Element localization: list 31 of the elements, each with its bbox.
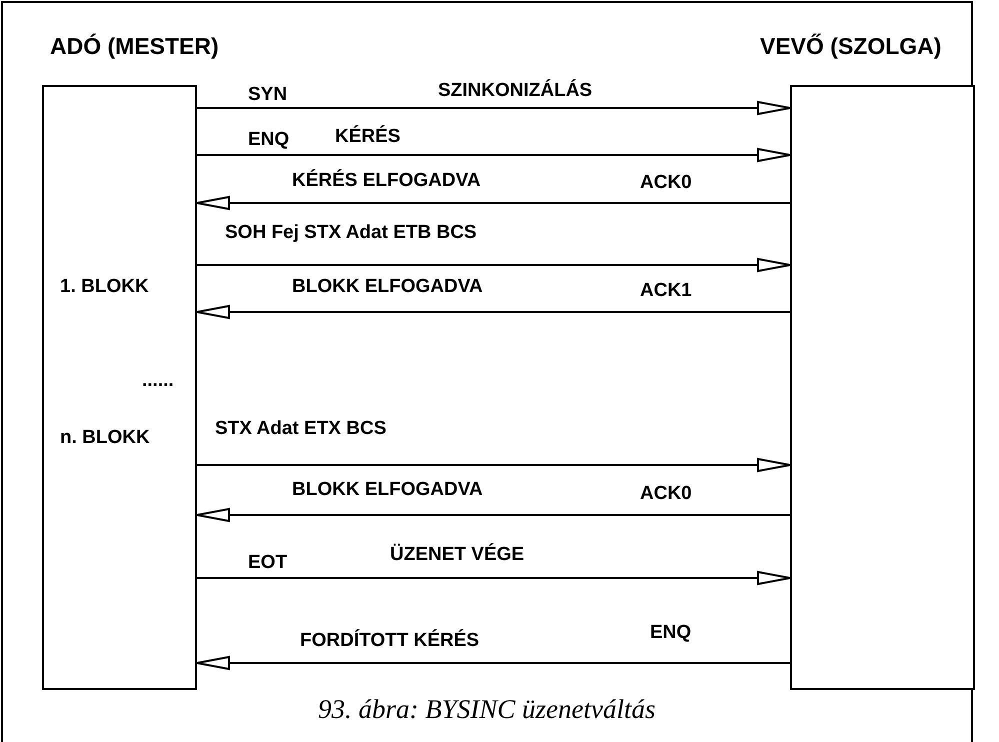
edge-label: KÉRÉS ELFOGADVA [292,170,481,192]
ellipsis-text: ...... [142,370,174,392]
message-code: ENQ [650,622,692,644]
edge-label: STX Adat ETX BCS [215,418,386,440]
arrow [197,258,791,272]
arrow [196,656,790,670]
station-title: ADÓ (MESTER) [50,35,219,57]
edge-label: ÜZENET VÉGE [390,544,524,566]
message-code: ENQ [248,129,290,151]
edge-label: BLOKK ELFOGADVA [292,276,483,298]
edge-label: KÉRÉS [335,126,400,148]
edge-label: BLOKK ELFOGADVA [292,479,483,501]
arrow [197,571,791,585]
block-label: 1. BLOKK [60,276,149,298]
edge-label: SZINKONIZÁLÁS [438,80,592,102]
block-label: n. BLOKK [60,427,150,449]
arrow [196,508,790,522]
arrow [197,101,791,115]
message-code: ACK0 [640,483,692,505]
edge-label: SOH Fej STX Adat ETB BCS [225,222,477,244]
arrow [197,148,791,162]
message-code: ACK0 [640,172,692,194]
message-code: SYN [248,84,288,106]
arrow [197,458,791,472]
arrow [196,305,790,319]
edge-label: FORDÍTOTT KÉRÉS [300,630,480,652]
message-code: ACK1 [640,280,692,302]
station-title: VEVŐ (SZOLGA) [760,35,942,57]
arrow [196,196,790,210]
message-code: EOT [248,552,288,574]
figure-caption: 93. ábra: BYSINC üzenetváltás [318,694,656,725]
